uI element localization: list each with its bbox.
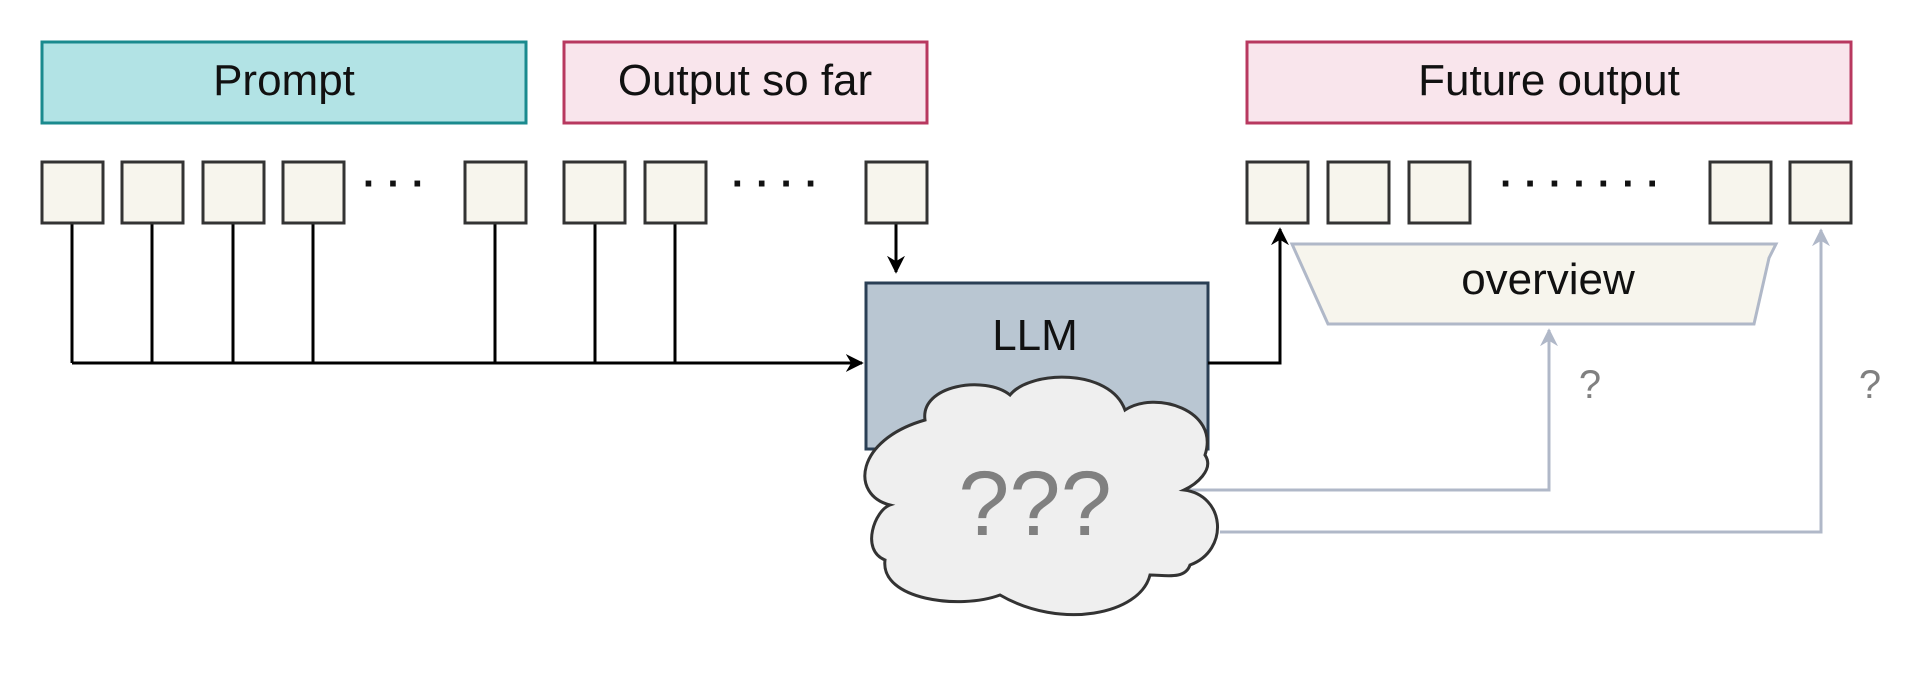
future-output-header: Future output [1245, 40, 1853, 125]
future-output-header-label: Future output [1418, 56, 1680, 105]
prompt-ellipsis: · · · [363, 162, 425, 206]
thought-cloud: ??? [863, 375, 1219, 617]
token-box [1788, 160, 1853, 225]
token-box [643, 160, 708, 225]
overview-label: overview [1461, 255, 1635, 304]
output-so-far-header: Output so far [562, 40, 929, 125]
token-box [281, 160, 346, 225]
cloud-label: ??? [958, 453, 1112, 555]
future-ellipsis: · · · · · · · [1500, 162, 1660, 206]
token-box [1708, 160, 1773, 225]
overview-box: overview [1289, 242, 1779, 326]
cloud-to-last-token-arrow [1220, 228, 1830, 534]
token-box [562, 160, 627, 225]
output-ellipsis: · · · · [732, 162, 819, 206]
cloud-shape [863, 375, 1219, 617]
prompt-header: Prompt [40, 40, 528, 125]
token-box [463, 160, 528, 225]
prompt-header-box [40, 40, 528, 125]
prompt-header-label: Prompt [213, 56, 355, 105]
overview-trapezoid [1289, 242, 1779, 326]
question-mark-overview: ? [1579, 363, 1601, 407]
output-so-far-tokens: · · · · [562, 160, 929, 225]
output-so-far-header-box [562, 40, 929, 125]
cloud-to-overview-arrow [1184, 328, 1558, 492]
token-box [1407, 160, 1472, 225]
token-box [864, 160, 929, 225]
token-box [120, 160, 185, 225]
future-output-tokens: · · · · · · · [1245, 160, 1853, 225]
token-box [1245, 160, 1310, 225]
prompt-tokens: · · · [40, 160, 528, 225]
future-output-header-box [1245, 40, 1853, 125]
token-box [201, 160, 266, 225]
input-wires [70, 223, 905, 372]
speculative-arrows: ? ? [1184, 228, 1881, 534]
question-mark-last-token: ? [1859, 363, 1881, 407]
llm-to-next-token-arrow [1208, 227, 1289, 365]
output-so-far-header-label: Output so far [618, 56, 872, 105]
token-box [1326, 160, 1391, 225]
token-box [40, 160, 105, 225]
llm-label: LLM [992, 311, 1078, 360]
